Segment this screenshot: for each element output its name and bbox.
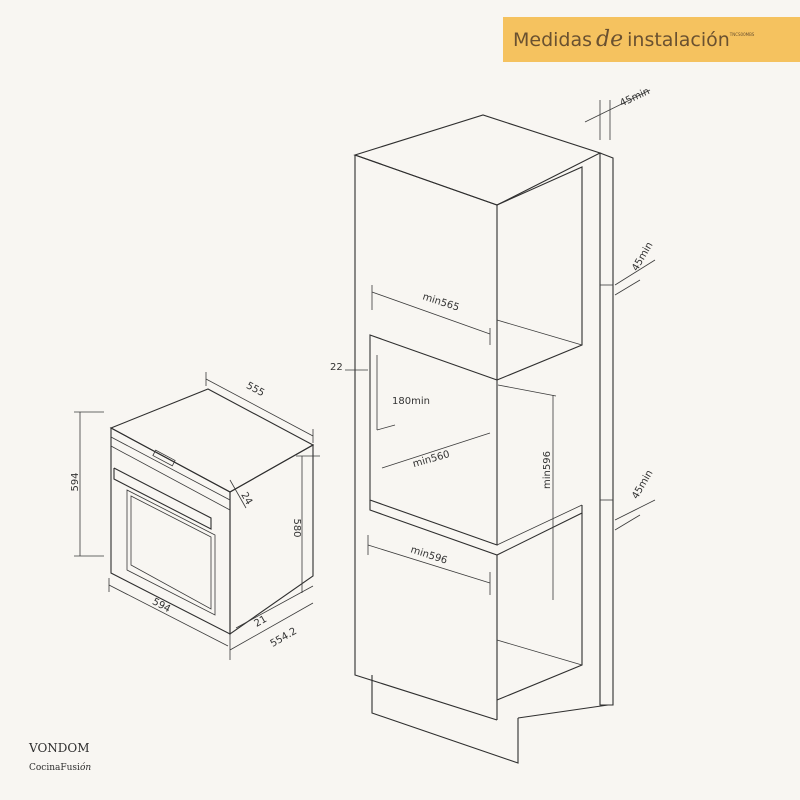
dim-45min-rear-lower: 45min: [630, 468, 655, 501]
oven-top-face: [109, 388, 315, 493]
cabinet-rear-wall: [599, 152, 614, 706]
brand-subtitle-main: CocinaFusi: [29, 763, 80, 773]
dim-580: 580: [291, 518, 302, 537]
oven-dimensions: 555 594 580 594 21 554.2 24: [70, 372, 320, 660]
dim-594-width: 594: [150, 596, 172, 615]
oven-front-face: [110, 427, 231, 635]
brand-logo: VONDOM: [29, 741, 90, 755]
brand-subtitle: CocinaFusión: [29, 763, 91, 773]
title-word-medidas: Medidas: [513, 28, 593, 51]
oven-side-face: [229, 444, 314, 636]
title-word-de: de: [596, 27, 624, 52]
title-word-instalacion: instalación: [627, 28, 730, 51]
dim-554-2: 554.2: [269, 626, 299, 650]
brand-subtitle-accent: ón: [79, 763, 92, 773]
cabinet-shelf: [369, 500, 583, 556]
dim-min596-height: min596: [542, 451, 553, 489]
dim-45min-rear-upper: 45min: [630, 240, 655, 273]
oven-control-strip: [110, 436, 231, 501]
dim-45min-top: 45min: [618, 86, 651, 109]
cabinet-lower-opening: [496, 513, 583, 701]
dim-555: 555: [244, 380, 266, 399]
title-banner: Medidas de instalación TNCS00MBS: [503, 17, 800, 62]
cabinet-oven-niche: [369, 334, 498, 546]
cabinet-drawing: [353, 114, 614, 764]
cabinet-plinth: [371, 675, 519, 764]
title-code: TNCS00MBS: [729, 32, 755, 37]
cabinet-front-left: [354, 155, 498, 721]
dim-min596-width: min596: [409, 545, 448, 567]
cabinet-top-face: [353, 114, 602, 206]
dim-22: 22: [330, 362, 343, 373]
dim-24: 24: [238, 490, 254, 507]
dim-min565: min565: [421, 292, 460, 314]
oven-handle: [113, 467, 212, 530]
dim-594-height: 594: [70, 472, 81, 491]
cabinet-upper-opening: [496, 166, 583, 381]
oven-drawing: [109, 388, 315, 636]
oven-window: [126, 489, 216, 616]
oven-display: [152, 449, 176, 467]
dim-180min: 180min: [392, 396, 430, 407]
